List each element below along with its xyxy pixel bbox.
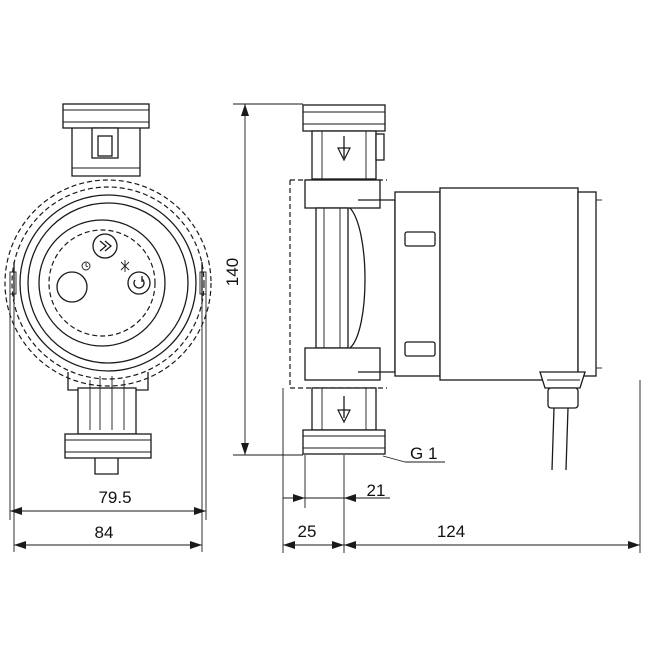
dim-side-length: 124 [437, 522, 465, 541]
front-bottom-fitting [64, 372, 152, 475]
frost-icon [120, 260, 130, 272]
dim-inner-width-front: 79.5 [98, 488, 131, 507]
front-control-panel [38, 219, 166, 347]
side-motor [394, 187, 602, 381]
front-view: 79.5 84 [4, 103, 212, 552]
dim-height-total: 140 [223, 258, 242, 286]
side-dimensions [233, 103, 641, 553]
front-housing [4, 179, 212, 387]
side-cable [539, 371, 586, 471]
dim-thread-label: G 1 [410, 444, 437, 463]
front-top-fitting [62, 103, 150, 177]
dim-outer-width-front: 84 [95, 523, 114, 542]
clock-icon [81, 261, 91, 271]
front-dimensions [9, 294, 207, 552]
side-pipe [289, 104, 396, 455]
dim-thread-offset: 21 [367, 481, 386, 500]
side-view: 140 G 1 21 25 124 [223, 103, 641, 553]
adjust-knob-icon [127, 271, 151, 295]
dim-inlet-offset: 25 [298, 522, 317, 541]
